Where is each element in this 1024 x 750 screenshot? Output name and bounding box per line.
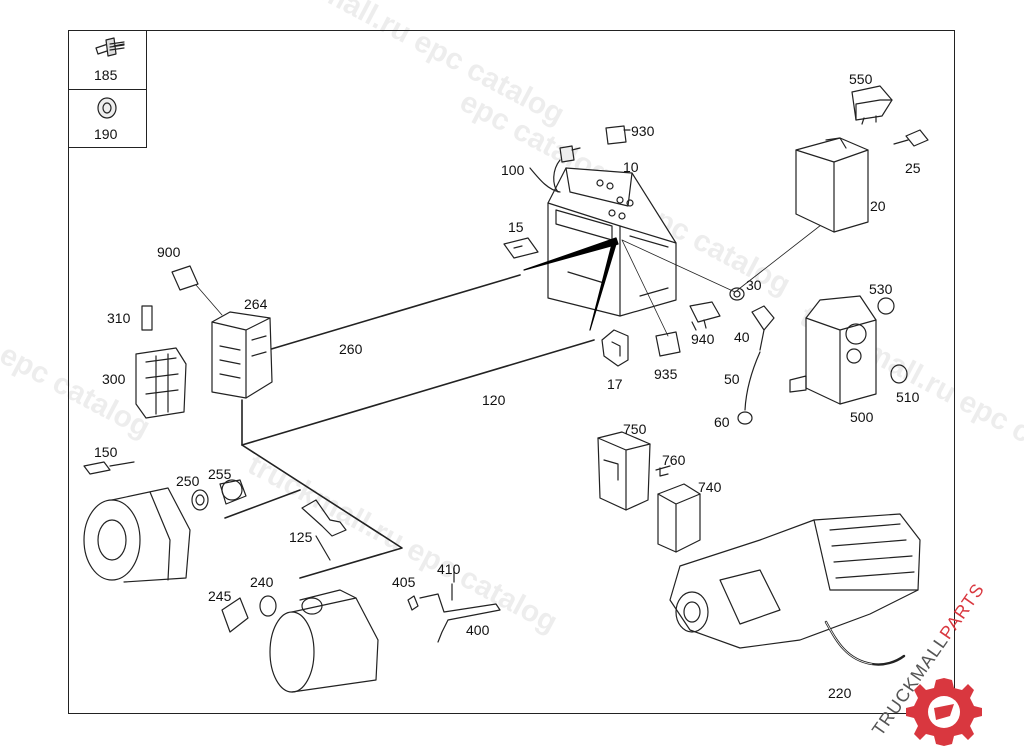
terminal-150 xyxy=(83,461,135,475)
part-label-100: 100 xyxy=(501,162,525,178)
part-label-940: 940 xyxy=(691,331,715,347)
part-label-150: 150 xyxy=(94,444,118,460)
cap-255 xyxy=(219,479,247,505)
bolt-760 xyxy=(655,465,671,477)
part-label-60: 60 xyxy=(714,414,730,430)
grommet-250 xyxy=(191,489,209,511)
holder-125 xyxy=(301,499,347,561)
part-label-40: 40 xyxy=(734,329,750,345)
nut-icon xyxy=(97,97,117,119)
bracket-17 xyxy=(601,329,629,367)
part-label-260: 260 xyxy=(339,341,363,357)
legend-divider xyxy=(68,89,147,90)
part-label-10: 10 xyxy=(623,159,639,175)
hose-40 xyxy=(751,305,775,351)
relay-550 xyxy=(851,85,893,125)
leader-lines xyxy=(195,217,831,337)
diagram-frame xyxy=(68,30,955,714)
part-label-20: 20 xyxy=(870,198,886,214)
legend-number: 190 xyxy=(94,126,118,142)
cable-120 xyxy=(241,339,595,446)
cable-260 xyxy=(267,274,521,351)
part-label-530: 530 xyxy=(869,281,893,297)
connector-940 xyxy=(689,301,721,331)
part-label-300: 300 xyxy=(102,371,126,387)
transmission xyxy=(669,513,921,649)
part-label-17: 17 xyxy=(607,376,623,392)
boot-245 xyxy=(221,597,249,633)
gear-icon xyxy=(906,678,982,746)
part-label-930: 930 xyxy=(631,123,655,139)
part-label-410: 410 xyxy=(437,561,461,577)
part-label-30: 30 xyxy=(746,277,762,293)
part-label-550: 550 xyxy=(849,71,873,87)
part-label-125: 125 xyxy=(289,529,313,545)
part-label-400: 400 xyxy=(466,622,490,638)
fuse-310 xyxy=(141,305,153,331)
label-935 xyxy=(655,331,681,357)
box-740 xyxy=(657,483,701,553)
part-label-740: 740 xyxy=(698,479,722,495)
bracket-750 xyxy=(597,431,651,511)
sensor-cable-100 xyxy=(529,145,581,193)
part-label-900: 900 xyxy=(157,244,181,260)
cable-set-400 xyxy=(407,567,501,643)
part-label-250: 250 xyxy=(176,473,200,489)
hose-50 xyxy=(744,351,761,411)
terminal-25 xyxy=(893,129,929,147)
part-label-25: 25 xyxy=(905,160,921,176)
part-label-255: 255 xyxy=(208,466,232,482)
part-label-310: 310 xyxy=(107,310,131,326)
alternator xyxy=(83,487,191,583)
fuse-block-300 xyxy=(135,347,187,419)
part-label-50: 50 xyxy=(724,371,740,387)
part-label-240: 240 xyxy=(250,574,274,590)
label-900 xyxy=(171,265,199,291)
harness xyxy=(224,399,403,579)
starter-motor xyxy=(269,589,379,693)
part-label-500: 500 xyxy=(850,409,874,425)
part-label-405: 405 xyxy=(392,574,416,590)
part-label-220: 220 xyxy=(828,685,852,701)
connector-930 xyxy=(605,125,631,145)
nut-510 xyxy=(890,364,908,384)
aux-battery-20 xyxy=(795,137,869,233)
part-label-245: 245 xyxy=(208,588,232,604)
part-label-750: 750 xyxy=(623,421,647,437)
part-label-510: 510 xyxy=(896,389,920,405)
hose-220 xyxy=(824,620,906,666)
part-label-935: 935 xyxy=(654,366,678,382)
legend-number: 185 xyxy=(94,67,118,83)
cap-240 xyxy=(259,595,277,617)
fuse-box-264 xyxy=(211,311,273,399)
cap-530 xyxy=(877,297,895,315)
cap-30 xyxy=(729,287,745,301)
part-label-120: 120 xyxy=(482,392,506,408)
bracket-500 xyxy=(789,295,877,405)
part-label-15: 15 xyxy=(508,219,524,235)
part-label-264: 264 xyxy=(244,296,268,312)
part-label-760: 760 xyxy=(662,452,686,468)
fitting-60 xyxy=(737,411,753,425)
bolt-icon xyxy=(95,37,125,57)
clip-15 xyxy=(503,237,539,259)
